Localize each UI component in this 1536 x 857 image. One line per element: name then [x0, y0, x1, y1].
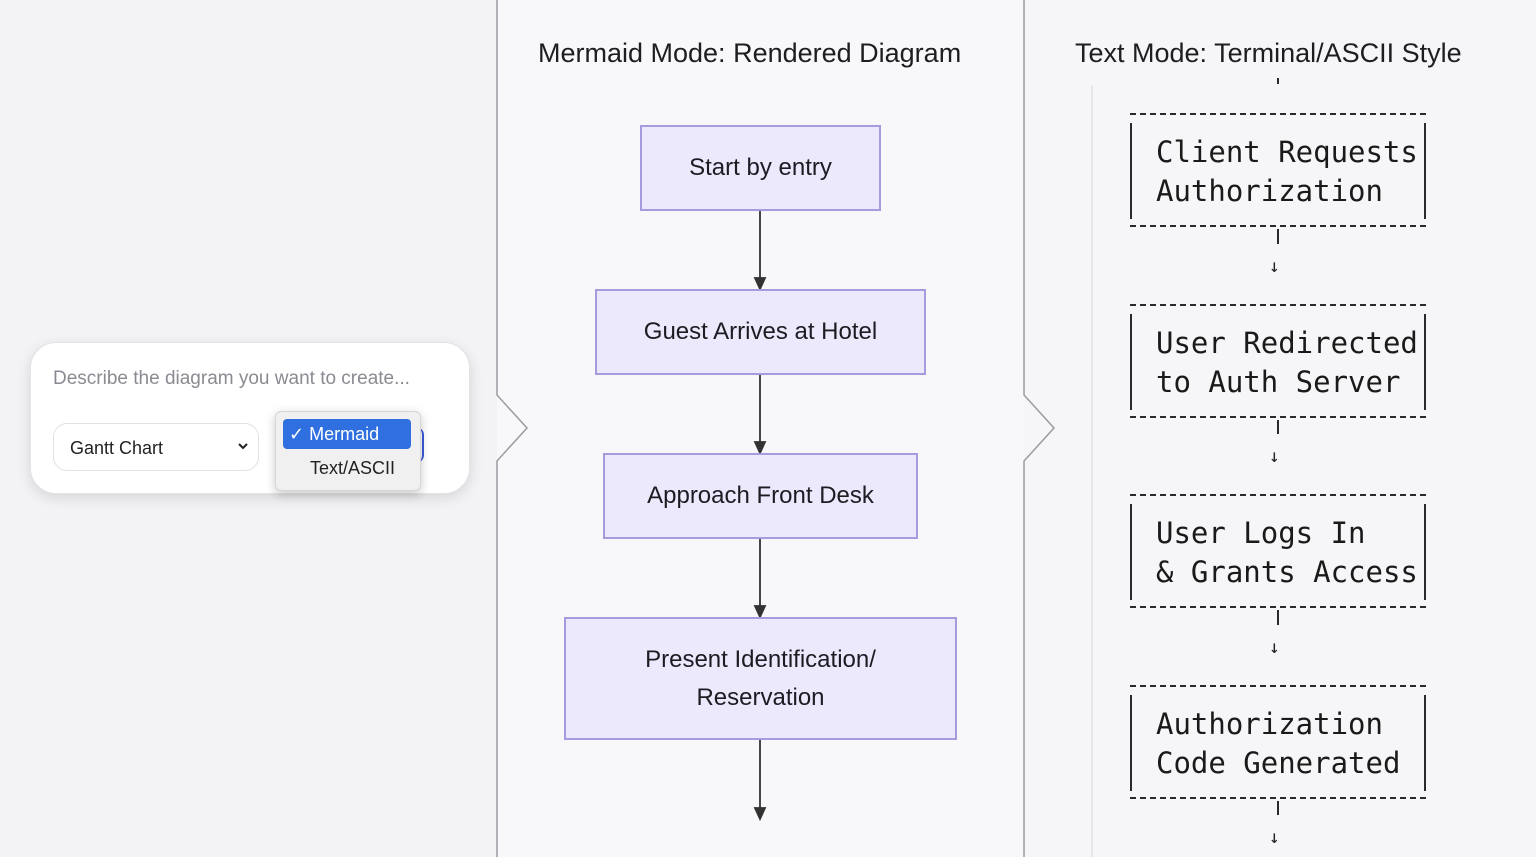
ascii-pane-title: Text Mode: Terminal/ASCII Style	[1075, 38, 1462, 68]
checkmark-icon: ✓	[289, 424, 305, 444]
arrow-head-icon	[753, 441, 767, 456]
flow-node[interactable]: Start by entry	[640, 125, 881, 211]
arrow-head-icon	[753, 277, 767, 292]
ascii-box-text: User Redirected to Auth Server	[1156, 326, 1418, 399]
ascii-box: Authorization Code Generated	[1130, 685, 1426, 799]
ascii-pane	[1024, 0, 1536, 857]
mode-option-text-ascii[interactable]: Text/ASCII	[310, 458, 396, 478]
flow-node[interactable]: Approach Front Desk	[603, 453, 918, 539]
mode-dropdown-menu: ✓Mermaid Text/ASCII	[275, 411, 421, 491]
ascii-box-text: User Logs In & Grants Access	[1156, 516, 1418, 589]
mode-option-mermaid[interactable]: ✓Mermaid	[283, 419, 411, 449]
ascii-box-text: Client Requests Authorization	[1156, 135, 1418, 208]
mode-option-label: Mermaid	[309, 424, 380, 444]
flow-node[interactable]: Present Identification/ Reservation	[564, 617, 957, 740]
diagram-type-value: Gantt Chart	[70, 438, 164, 458]
down-arrow-icon: ↓	[1269, 827, 1280, 848]
down-arrow-icon: ↓	[1269, 256, 1280, 277]
ascii-box: Client Requests Authorization	[1130, 113, 1426, 227]
mode-select[interactable]	[416, 427, 424, 463]
ascii-box: User Redirected to Auth Server	[1130, 304, 1426, 418]
ascii-box: User Logs In & Grants Access	[1130, 494, 1426, 608]
ascii-box-text: Authorization Code Generated	[1156, 707, 1401, 780]
down-arrow-icon: ↓	[1269, 446, 1280, 467]
arrow-head-icon	[753, 605, 767, 620]
diagram-type-select[interactable]: Gantt Chart	[53, 423, 259, 471]
arrow-head-icon	[753, 807, 767, 822]
down-arrow-icon: ↓	[1269, 637, 1280, 658]
left-pane: Describe the diagram you want to create.…	[0, 0, 497, 857]
mermaid-pane-title: Mermaid Mode: Rendered Diagram	[538, 38, 962, 68]
prompt-card: Describe the diagram you want to create.…	[30, 342, 470, 494]
chevron-down-icon	[238, 443, 248, 450]
flow-node[interactable]: Guest Arrives at Hotel	[595, 289, 926, 375]
prompt-input[interactable]: Describe the diagram you want to create.…	[53, 368, 410, 389]
